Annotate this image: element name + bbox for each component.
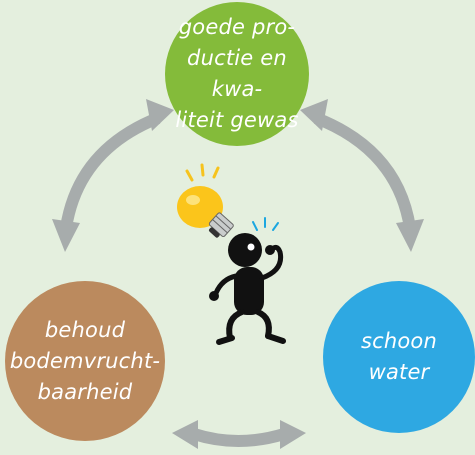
arrow-top-left: [52, 99, 174, 252]
node-soil-fertility-label: behoud bodemvrucht- baarheid: [9, 317, 161, 404]
node-clean-water: schoon water: [323, 281, 475, 433]
node-crop-quality-label: goede pro- ductie en kwa- liteit gewas: [175, 15, 299, 132]
thinking-figure-icon: [209, 217, 286, 345]
lightbulb-icon: [177, 163, 234, 238]
node-clean-water-label: schoon water: [360, 329, 437, 384]
node-crop-quality: goede pro- ductie en kwa- liteit gewas: [165, 2, 309, 146]
arrow-bottom: [172, 420, 306, 449]
node-soil-fertility: behoud bodemvrucht- baarheid: [5, 281, 165, 441]
arrow-top-right: [300, 99, 424, 252]
